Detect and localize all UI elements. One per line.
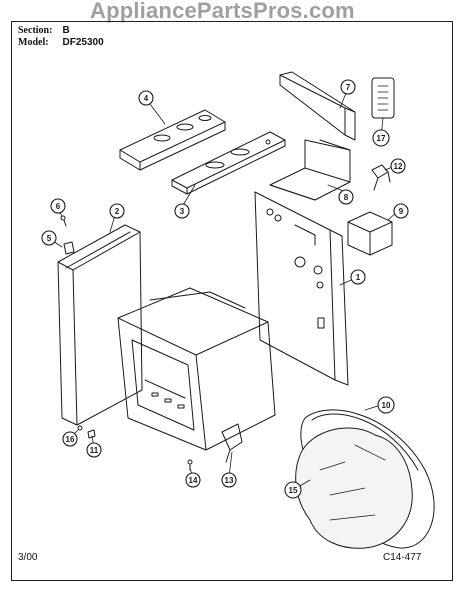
svg-text:14: 14 bbox=[189, 476, 198, 485]
callout-17: 17 bbox=[372, 129, 390, 147]
section-row: Section: B bbox=[18, 25, 70, 36]
part-6-screw bbox=[60, 215, 67, 227]
callout-3: 3 bbox=[174, 203, 190, 219]
svg-text:16: 16 bbox=[66, 435, 75, 444]
callout-13: 13 bbox=[221, 472, 237, 488]
section-label: Section: bbox=[18, 25, 53, 36]
part-1-side-panel bbox=[254, 191, 349, 386]
svg-text:13: 13 bbox=[225, 476, 234, 485]
footer-code: C14-477 bbox=[383, 552, 422, 563]
svg-text:12: 12 bbox=[394, 162, 403, 171]
watermark: AppliancePartsPros.com bbox=[90, 0, 355, 23]
callout-12: 12 bbox=[390, 158, 406, 174]
oven-cavity bbox=[117, 287, 276, 451]
svg-text:4: 4 bbox=[144, 94, 149, 103]
callout-4: 4 bbox=[138, 90, 154, 106]
svg-text:8: 8 bbox=[344, 193, 349, 202]
part-7-panel bbox=[279, 71, 356, 141]
svg-text:15: 15 bbox=[289, 486, 298, 495]
part-9-box bbox=[347, 211, 393, 256]
part-15-insulation bbox=[295, 427, 413, 549]
model-row: Model: DF25300 bbox=[18, 37, 104, 48]
svg-text:11: 11 bbox=[90, 446, 99, 455]
callout-1: 1 bbox=[350, 269, 366, 285]
callout-5: 5 bbox=[41, 230, 57, 246]
part-13-hinge bbox=[221, 423, 243, 463]
section-value: B bbox=[62, 25, 70, 36]
model-label: Model: bbox=[18, 37, 49, 48]
part-16-screw bbox=[77, 425, 83, 431]
callout-10: 10 bbox=[377, 396, 395, 414]
callout-9: 9 bbox=[393, 203, 409, 219]
callout-11: 11 bbox=[86, 442, 102, 458]
part-11-clip bbox=[87, 429, 96, 439]
svg-text:5: 5 bbox=[47, 234, 52, 243]
svg-text:9: 9 bbox=[399, 207, 404, 216]
svg-text:10: 10 bbox=[382, 401, 391, 410]
svg-text:1: 1 bbox=[356, 273, 361, 282]
part-4-bracket bbox=[119, 109, 226, 171]
callout-7: 7 bbox=[340, 79, 356, 95]
footer-date: 3/00 bbox=[18, 552, 38, 563]
callout-14: 14 bbox=[185, 472, 201, 488]
part-8-duct bbox=[269, 139, 351, 201]
part-2-door-frame bbox=[57, 224, 143, 426]
svg-text:7: 7 bbox=[346, 83, 351, 92]
callout-6: 6 bbox=[50, 198, 66, 214]
svg-text:3: 3 bbox=[180, 207, 185, 216]
callout-16: 16 bbox=[62, 431, 78, 447]
part-3-bracket bbox=[171, 131, 286, 195]
callout-15: 15 bbox=[284, 481, 302, 499]
svg-text:2: 2 bbox=[115, 207, 120, 216]
svg-text:6: 6 bbox=[56, 202, 61, 211]
callout-2: 2 bbox=[109, 203, 125, 219]
callout-8: 8 bbox=[338, 189, 354, 205]
diagram-frame bbox=[11, 21, 453, 581]
part-5-clip bbox=[63, 241, 75, 255]
part-12-connector bbox=[371, 164, 391, 191]
model-value: DF25300 bbox=[62, 37, 104, 48]
svg-text:17: 17 bbox=[377, 134, 386, 143]
